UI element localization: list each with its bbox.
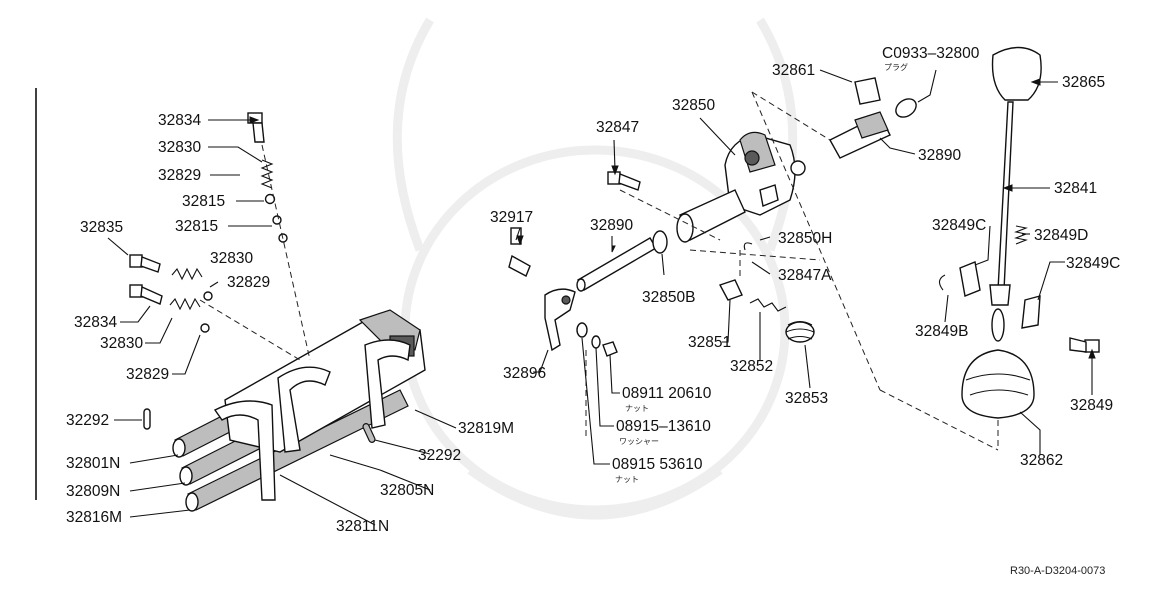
label-32850B: 32850B	[642, 289, 695, 306]
label-32896: 32896	[503, 365, 546, 382]
label-C0933-sub: プラグ	[884, 62, 908, 72]
leader-lines	[107, 69, 1093, 526]
label-32292-right: 32292	[418, 447, 461, 464]
arrowheads	[249, 78, 1096, 359]
label-32811N: 32811N	[336, 518, 389, 535]
label-32829-top: 32829	[158, 167, 201, 184]
label-32850: 32850	[672, 97, 715, 114]
label-32917: 32917	[490, 209, 533, 226]
label-32815-a: 32815	[182, 193, 225, 210]
label-08915a: 08915–13610	[616, 418, 711, 435]
label-32865: 32865	[1062, 74, 1105, 91]
label-32834-left: 32834	[74, 314, 117, 331]
label-32862: 32862	[1020, 452, 1063, 469]
label-08911-sub: ナット	[625, 404, 649, 413]
shift-knob	[991, 46, 1042, 101]
label-32852: 32852	[730, 358, 773, 375]
label-32829-left: 32829	[126, 366, 169, 383]
label-32849C-b: 32849C	[1066, 255, 1120, 272]
fork-32811N	[213, 400, 276, 501]
label-08915b-sub: ナット	[615, 475, 639, 484]
label-32805N: 32805N	[380, 482, 434, 499]
label-32801N: 32801N	[66, 455, 120, 472]
label-32853: 32853	[785, 390, 828, 407]
fork-32805N	[277, 366, 331, 453]
label-32809N: 32809N	[66, 483, 120, 500]
label-32834-top: 32834	[158, 112, 201, 129]
label-08911: 08911 20610	[622, 385, 712, 402]
watermark-emblem	[392, 17, 798, 520]
label-32851: 32851	[688, 334, 731, 351]
label-32890-top: 32890	[918, 147, 961, 164]
shift-boot	[961, 349, 1035, 419]
label-32815-b: 32815	[175, 218, 218, 235]
label-32849C-a: 32849C	[932, 217, 986, 234]
label-32861: 32861	[772, 62, 815, 79]
gearshift-lever-assembly	[829, 46, 1100, 419]
label-32816M: 32816M	[66, 509, 122, 526]
shift-rail-assembly	[172, 309, 426, 512]
label-32849B: 32849B	[915, 323, 968, 340]
label-32850H: 32850H	[778, 230, 832, 247]
reference-code: R30-A-D3204-0073	[1010, 565, 1105, 577]
label-32830-left: 32830	[100, 335, 143, 352]
label-32847: 32847	[596, 119, 639, 136]
label-32830-mid: 32830	[210, 250, 253, 267]
label-32890-rod: 32890	[590, 217, 633, 234]
detent-parts	[129, 112, 376, 443]
fork-32819M	[364, 339, 411, 429]
label-32849D: 32849D	[1034, 227, 1088, 244]
label-08915b: 08915 53610	[612, 456, 703, 473]
part-labels: 32834 32830 32829 32815 32815 32835 3283…	[66, 45, 1120, 577]
label-C0933: C0933–32800	[882, 45, 980, 62]
label-32292-left: 32292	[66, 412, 109, 429]
control-housing-assembly	[508, 131, 815, 357]
label-32849: 32849	[1070, 397, 1113, 414]
label-32841: 32841	[1054, 180, 1097, 197]
label-32830-top: 32830	[158, 139, 201, 156]
label-32819M: 32819M	[458, 420, 514, 437]
label-32847A: 32847A	[778, 267, 832, 284]
assembly-dashes	[199, 91, 999, 451]
label-32829-mid: 32829	[227, 274, 270, 291]
label-32835: 32835	[80, 219, 123, 236]
label-08915a-sub: ワッシャー	[619, 437, 659, 446]
